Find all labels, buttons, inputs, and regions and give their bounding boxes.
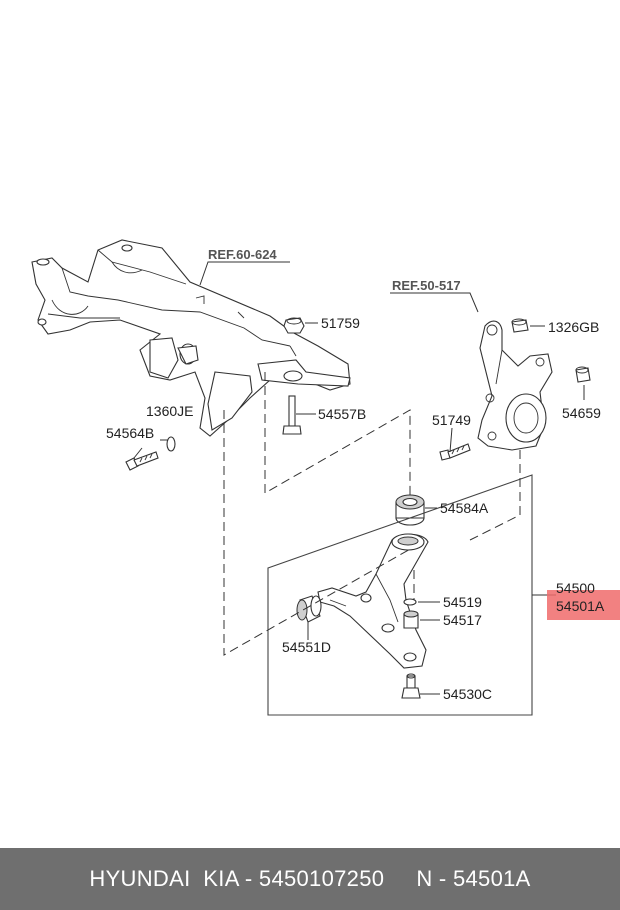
part-label-54584A: 54584A	[440, 500, 489, 516]
highlight-54501A	[547, 590, 620, 620]
part-label-54557B: 54557B	[318, 406, 366, 422]
nut-51759-drawing	[283, 317, 305, 334]
part-label-51759: 51759	[321, 315, 360, 331]
dashed-line-knuckle	[469, 450, 521, 541]
part-number-footer: HYUNDAI KIA - 5450107250 N - 54501A	[0, 848, 620, 910]
subframe-drawing	[31, 239, 351, 437]
bolt-54564B-drawing	[125, 451, 159, 471]
part-label-54564B: 54564B	[106, 425, 154, 441]
dashed-line-subframe-arm	[223, 410, 413, 656]
nut-1326GB-drawing	[511, 318, 529, 333]
part-label-54551D: 54551D	[282, 639, 331, 655]
assembly-outline-box	[267, 474, 533, 716]
part-label-54501A: 54501A	[556, 598, 605, 614]
bolt-54557B-drawing	[282, 395, 302, 435]
bolt-51749-drawing	[439, 443, 471, 461]
ref-label-50-517: REF.50-517	[392, 278, 461, 293]
steering-knuckle-drawing	[477, 320, 553, 451]
leader-lines	[133, 261, 585, 695]
bushing-54517-drawing	[403, 610, 419, 629]
footer-text: HYUNDAI KIA - 5450107250 N - 54501A	[89, 866, 531, 891]
part-label-54530C: 54530C	[443, 686, 492, 702]
washer-1360JE-drawing	[166, 436, 176, 452]
part-label-51749: 51749	[432, 412, 471, 428]
nut-54659-drawing	[575, 366, 591, 383]
ball-joint-54530C-drawing	[401, 673, 421, 699]
bushing-54584A-drawing	[395, 494, 425, 526]
bushing-54551D-drawing	[296, 595, 322, 623]
part-label-1326GB: 1326GB	[548, 319, 599, 335]
part-label-54500: 54500	[556, 580, 595, 596]
part-label-1360JE: 1360JE	[146, 403, 193, 419]
dashed-line-bushing	[264, 372, 411, 495]
parts-diagram: REF.60-624 REF.50-517 51759 1360JE 54557…	[31, 239, 620, 716]
part-label-54517: 54517	[443, 612, 482, 628]
part-label-54519: 54519	[443, 594, 482, 610]
lower-control-arm-drawing	[317, 533, 429, 669]
washer-54519-drawing	[403, 598, 417, 606]
part-label-54659: 54659	[562, 405, 601, 421]
ref-label-60-624: REF.60-624	[208, 247, 277, 262]
